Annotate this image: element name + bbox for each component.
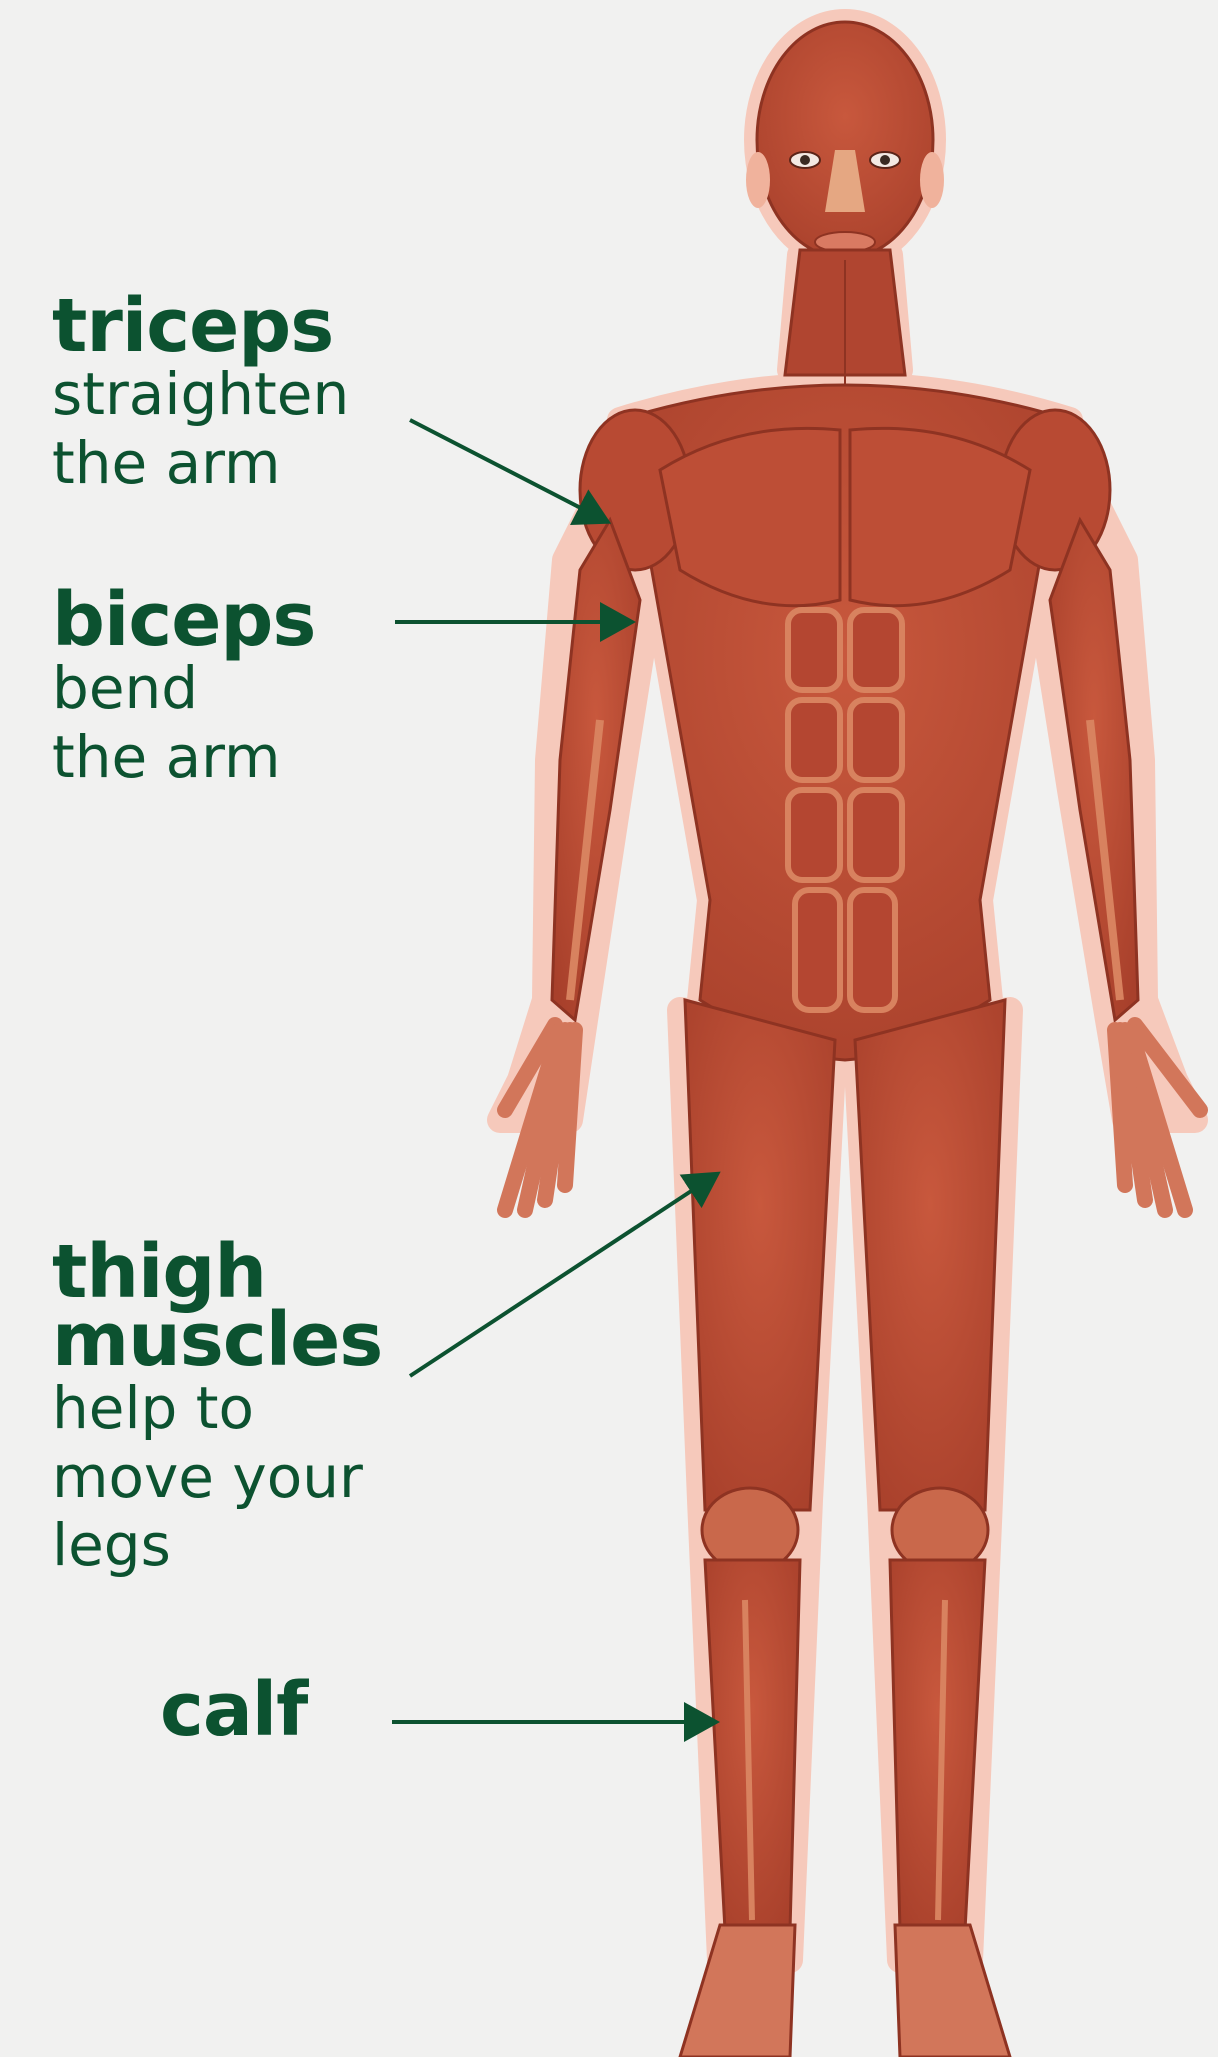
- biceps-description-line-2: the arm: [52, 723, 315, 791]
- biceps-label: biceps bend the arm: [52, 586, 315, 791]
- thigh-description-line-3: legs: [52, 1511, 382, 1579]
- triceps-term: triceps: [52, 292, 349, 360]
- calf-term: calf: [160, 1676, 307, 1744]
- thigh-term-line-2: muscles: [52, 1306, 382, 1374]
- left-foot: [680, 1925, 795, 2057]
- thigh-description-line-1: help to: [52, 1374, 382, 1442]
- thigh-term-line-1: thigh: [52, 1238, 382, 1306]
- right-foot: [895, 1925, 1010, 2057]
- left-thigh: [685, 1000, 835, 1510]
- triceps-label: triceps straighten the arm: [52, 292, 349, 497]
- left-ear: [746, 152, 770, 208]
- right-thigh: [855, 1000, 1005, 1510]
- biceps-term: biceps: [52, 586, 315, 654]
- biceps-description-line-1: bend: [52, 654, 315, 722]
- triceps-arrow: [410, 420, 604, 520]
- thigh-description-line-2: move your: [52, 1443, 382, 1511]
- triceps-description-line-1: straighten: [52, 360, 349, 428]
- triceps-description-line-2: the arm: [52, 429, 349, 497]
- human-muscle-figure: [500, 22, 1200, 2057]
- right-ear: [920, 152, 944, 208]
- thigh-arrow: [410, 1176, 714, 1376]
- calf-label: calf: [160, 1676, 307, 1744]
- head: [757, 22, 933, 258]
- thigh-muscles-label: thigh muscles help to move your legs: [52, 1238, 382, 1579]
